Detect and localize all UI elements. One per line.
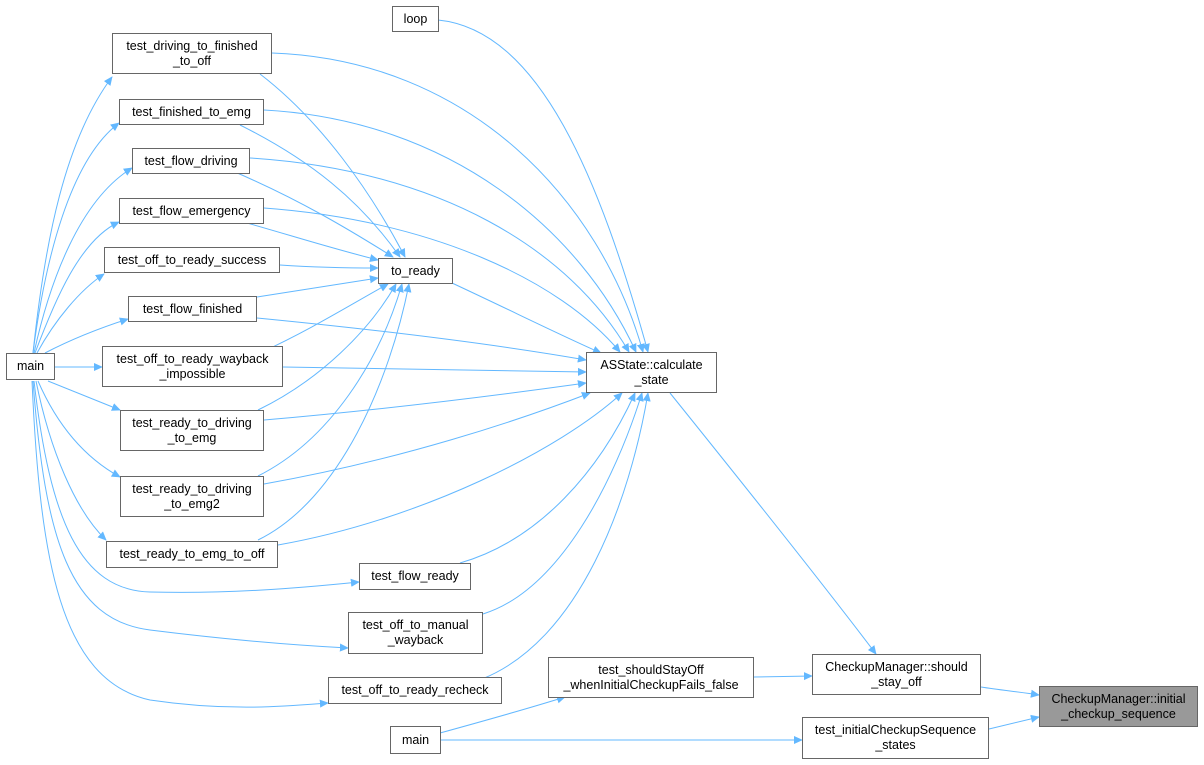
node-label: CheckupManager::should (825, 659, 968, 674)
edge-test-flow-finished-to-to-ready (256, 275, 379, 298)
edge-test-off-to-ready-wayback-to-to-ready (261, 283, 389, 353)
node-test-flow-ready[interactable]: test_flow_ready (359, 563, 471, 590)
edge-main-to-test-off-to-ready-success (36, 273, 105, 354)
edge-test-flow-emergency-to-calculate-state (263, 207, 621, 353)
node-label: test_shouldStayOff (598, 662, 704, 677)
node-label: test_off_to_ready_recheck (341, 683, 489, 697)
node-test-ready-to-emg-to-off[interactable]: test_ready_to_emg_to_off (106, 541, 278, 568)
edge-test-initial-checkup-sequence-to-initial-checkup-sequence (988, 714, 1040, 730)
edge-test-flow-finished-to-calculate-state (256, 317, 587, 363)
node-label: main (16, 359, 45, 373)
node-label: _state (634, 372, 669, 387)
node-test-off-to-ready-wayback-impossible[interactable]: test_off_to_ready_wayback _impossible (102, 346, 283, 387)
edge-test-driving-to-finished-to-calculate-state (271, 52, 645, 353)
node-label: _to_emg (167, 430, 217, 445)
node-label: test_off_to_ready_wayback (116, 351, 269, 366)
edge-test-flow-emergency-to-to-ready (239, 220, 379, 262)
node-test-flow-driving[interactable]: test_flow_driving (132, 148, 250, 174)
node-label: _whenInitialCheckupFails_false (563, 677, 739, 692)
node-label: _wayback (387, 633, 444, 647)
node-label: test_initialCheckupSequence (814, 723, 977, 737)
edge-main-to-test-flow-emergency (34, 221, 120, 354)
edge-test-ready-to-driving-to-emg-to-calculate-state (263, 380, 587, 421)
node-label: test_ready_to_driving (132, 481, 252, 496)
edge-test-flow-ready-to-calculate-state (459, 392, 636, 564)
node-label: to_ready (391, 263, 440, 278)
node-main-bottom[interactable]: main (390, 726, 441, 754)
edge-test-ready-to-emg-to-off-to-calculate-state (277, 392, 623, 546)
edge-test-off-to-manual-wayback-to-calculate-state (482, 392, 644, 615)
node-test-ready-to-driving-to-emg2[interactable]: test_ready_to_driving _to_emg2 (120, 476, 264, 517)
node-label: test_flow_emergency (132, 203, 251, 218)
node-label: test_flow_finished (142, 301, 243, 316)
node-test-ready-to-driving-to-emg[interactable]: test_ready_to_driving _to_emg (120, 410, 264, 451)
edge-main-to-test-driving-to-finished (32, 76, 113, 354)
node-asstate-calculate-state[interactable]: ASState::calculate _state (586, 352, 717, 393)
edge-test-off-to-ready-recheck-to-calculate-state (481, 392, 651, 680)
node-label: test_flow_ready (371, 569, 459, 583)
node-label: CheckupManager::initial (1051, 691, 1186, 706)
edge-main-to-test-flow-driving (33, 167, 133, 354)
node-test-off-to-ready-recheck[interactable]: test_off_to_ready_recheck (328, 677, 502, 704)
node-loop[interactable]: loop (392, 6, 439, 32)
node-label: main (401, 732, 430, 747)
edge-loop-to-calculate-state (437, 19, 650, 353)
edge-main-to-test-flow-finished (44, 317, 129, 354)
edge-test-off-to-ready-success-to-to-ready (279, 263, 379, 273)
edge-test-ready-to-driving-to-emg2-to-to-ready (257, 283, 404, 477)
node-label: _to_off (172, 53, 211, 68)
node-checkupmanager-initial-checkup-sequence: CheckupManager::initial _checkup_sequenc… (1039, 686, 1198, 727)
node-test-finished-to-emg[interactable]: test_finished_to_emg (119, 99, 264, 125)
edge-test-ready-to-driving-to-emg-to-to-ready (257, 283, 397, 411)
edge-test-shouldstayoff-to-should-stay-off (753, 672, 813, 681)
node-label: test_ready_to_emg_to_off (119, 547, 265, 561)
node-to-ready[interactable]: to_ready (378, 258, 453, 284)
edge-main-to-test-ready-to-driving-to-emg2 (37, 380, 121, 478)
node-label: _impossible (159, 366, 226, 381)
node-test-initial-checkup-sequence-states[interactable]: test_initialCheckupSequence _states (802, 717, 989, 759)
edge-main-to-test-off-to-manual-wayback (32, 380, 349, 652)
edge-main-to-test-ready-to-emg-to-off (35, 380, 107, 541)
node-label: test_off_to_ready_success (117, 252, 267, 267)
edge-test-ready-to-emg-to-off-to-to-ready (257, 283, 412, 541)
node-checkupmanager-should-stay-off[interactable]: CheckupManager::should _stay_off (812, 654, 981, 695)
node-label: _states (875, 738, 916, 752)
edge-test-finished-to-emg-to-to-ready (239, 124, 401, 258)
node-label: loop (403, 11, 428, 26)
node-test-off-to-ready-success[interactable]: test_off_to_ready_success (104, 247, 280, 273)
node-test-off-to-manual-wayback[interactable]: test_off_to_manual _wayback (348, 612, 483, 654)
node-label: _stay_off (871, 674, 922, 689)
edge-test-driving-to-finished-to-to-ready (259, 73, 406, 258)
node-label: _checkup_sequence (1061, 706, 1176, 721)
node-test-flow-finished[interactable]: test_flow_finished (128, 296, 257, 322)
edge-test-finished-to-emg-to-calculate-state (263, 109, 637, 353)
node-label: test_finished_to_emg (132, 104, 251, 119)
edge-test-ready-to-driving-to-emg2-to-calculate-state (263, 392, 591, 485)
edge-main-to-test-off-to-ready-recheck (31, 380, 329, 708)
edge-should-stay-off-to-initial-checkup-sequence (980, 686, 1040, 698)
node-label: _to_emg2 (164, 496, 220, 511)
node-label: ASState::calculate (600, 357, 703, 372)
edge-calculate-state-to-should-stay-off (669, 392, 877, 655)
node-test-driving-to-finished-to-off[interactable]: test_driving_to_finished _to_off (112, 33, 272, 74)
node-label: test_flow_driving (144, 153, 238, 168)
edge-main-to-test-finished-to-emg (32, 122, 120, 354)
node-test-shouldstayoff[interactable]: test_shouldStayOff _whenInitialCheckupFa… (548, 657, 754, 698)
node-label: test_off_to_manual (362, 618, 469, 632)
edge-to-ready-to-calculate-state (451, 282, 602, 354)
node-label: test_driving_to_finished (126, 38, 258, 53)
edge-main-to-test-ready-to-driving-to-emg (47, 380, 121, 411)
node-main-left[interactable]: main (6, 353, 55, 380)
node-label: test_ready_to_driving (132, 415, 252, 430)
node-test-flow-emergency[interactable]: test_flow_emergency (119, 198, 264, 224)
edge-main-to-test-flow-ready (33, 380, 360, 593)
edge-test-off-to-ready-wayback-to-calculate-state (282, 366, 587, 376)
edge-test-flow-driving-to-calculate-state (249, 157, 630, 353)
edge-main-bottom-to-test-shouldstayoff (439, 695, 566, 734)
edge-test-flow-driving-to-to-ready (234, 171, 394, 258)
